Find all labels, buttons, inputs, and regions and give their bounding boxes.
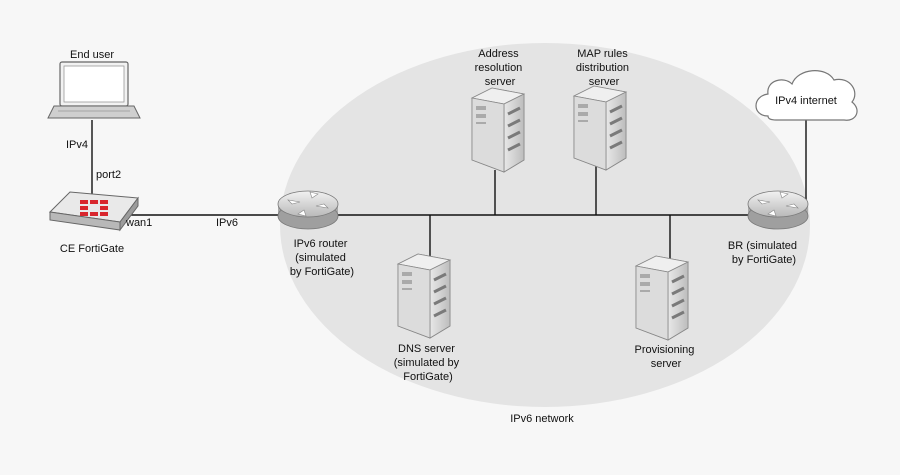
- address-server-label: Address resolution server: [475, 48, 526, 88]
- br-label: BR (simulated by FortiGate): [728, 240, 800, 266]
- fortinet-logo: [80, 200, 108, 216]
- connection-lines: [91, 116, 807, 260]
- wan1-label: wan1: [125, 217, 152, 229]
- ipv6-router-label: IPv6 router (simulated by FortiGate): [290, 238, 354, 278]
- router-icon: [277, 190, 339, 230]
- ipv6-network-label: IPv6 network: [510, 413, 574, 425]
- server-icon: [634, 254, 690, 342]
- router-icon: [747, 190, 809, 230]
- server-icon: [470, 86, 526, 174]
- ipv4-internet-label: IPv4 internet: [775, 95, 837, 107]
- ipv6-network-cloud: [280, 43, 810, 407]
- cloud-icon: [755, 70, 858, 121]
- end-user-label: End user: [70, 49, 114, 61]
- laptop-icon: [47, 61, 141, 119]
- port2-label: port2: [96, 169, 121, 181]
- ce-fortigate-label: CE FortiGate: [60, 243, 124, 255]
- map-server-label: MAP rules distribution server: [576, 48, 632, 88]
- server-icon: [572, 84, 628, 172]
- dns-server-label: DNS server (simulated by FortiGate): [394, 343, 462, 383]
- provisioning-server-label: Provisioning server: [635, 344, 698, 370]
- ipv6-link-label: IPv6: [216, 217, 238, 229]
- server-icon: [396, 252, 452, 340]
- firewall-icon: [48, 191, 139, 232]
- ipv4-link-label: IPv4: [66, 139, 88, 151]
